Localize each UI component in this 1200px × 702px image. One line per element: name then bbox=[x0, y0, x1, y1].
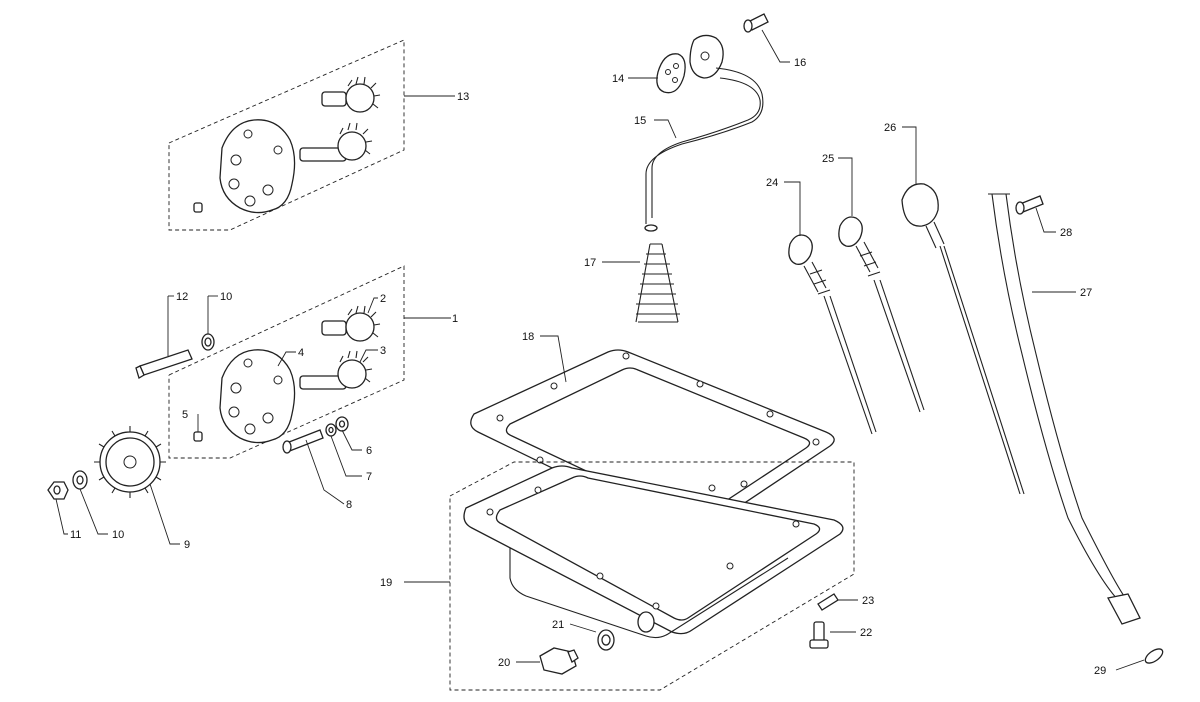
suction-pipe-15 bbox=[644, 34, 764, 232]
callout-18: 18 bbox=[522, 331, 534, 343]
callout-5: 5 bbox=[182, 409, 188, 421]
callout-3: 3 bbox=[380, 345, 386, 357]
gasket-18 bbox=[470, 335, 835, 535]
callout-24: 24 bbox=[766, 177, 778, 189]
callout-7: 7 bbox=[366, 471, 372, 483]
oil-pan-19 bbox=[404, 461, 855, 691]
callout-21: 21 bbox=[552, 619, 564, 631]
callout-19: 19 bbox=[380, 577, 392, 589]
oil-pump-box-1 bbox=[168, 265, 451, 459]
bolt-16 bbox=[743, 13, 790, 63]
callout-16: 16 bbox=[794, 57, 806, 69]
callout-26: 26 bbox=[884, 122, 896, 134]
pump-gear-2 bbox=[321, 297, 381, 342]
callout-29: 29 bbox=[1094, 665, 1106, 677]
pump-gear-upper-shaft bbox=[299, 122, 373, 162]
bolt-12 bbox=[135, 295, 193, 379]
bolt-28 bbox=[1015, 195, 1056, 233]
callout-27: 27 bbox=[1080, 287, 1092, 299]
pump-body bbox=[219, 349, 296, 444]
callout-14: 14 bbox=[612, 73, 624, 85]
callout-15: 15 bbox=[634, 115, 646, 127]
callout-20: 20 bbox=[498, 657, 510, 669]
callout-25: 25 bbox=[822, 153, 834, 165]
spring-17 bbox=[602, 243, 680, 323]
washer-21 bbox=[569, 623, 615, 651]
callout-4: 4 bbox=[298, 347, 304, 359]
callout-13: 13 bbox=[457, 91, 469, 103]
dipstick-25 bbox=[838, 157, 925, 413]
callout-8: 8 bbox=[346, 499, 352, 511]
callout-9: 9 bbox=[184, 539, 190, 551]
gear-9 bbox=[94, 426, 180, 545]
callout-10-lower: 10 bbox=[112, 529, 124, 541]
drain-plug-20 bbox=[516, 647, 579, 675]
nut-11 bbox=[47, 481, 69, 535]
pump-gear-shaft-3 bbox=[299, 349, 378, 390]
callout-17: 17 bbox=[584, 257, 596, 269]
callout-23: 23 bbox=[862, 595, 874, 607]
pump-body-upper bbox=[193, 119, 296, 214]
dipstick-24 bbox=[784, 181, 877, 435]
callout-2: 2 bbox=[380, 293, 386, 305]
pump-plug-5 bbox=[193, 414, 203, 442]
oil-pump-kit-box-13 bbox=[168, 39, 455, 231]
bolt-8 bbox=[282, 429, 345, 505]
dipstick-26 bbox=[901, 126, 1025, 495]
clip-23 bbox=[817, 593, 858, 611]
callout-1: 1 bbox=[452, 313, 458, 325]
pump-body-leader-4 bbox=[277, 351, 296, 367]
washer-10-lower bbox=[72, 470, 108, 535]
dipstick-tube-27 bbox=[988, 193, 1141, 625]
strainer-disc-14 bbox=[628, 53, 686, 94]
washer-7 bbox=[325, 423, 362, 477]
callout-labels: 13 1 12 10 2 3 4 5 6 7 8 9 10 11 14 15 1… bbox=[70, 57, 1106, 677]
oring-29 bbox=[1115, 648, 1164, 671]
callout-12: 12 bbox=[176, 291, 188, 303]
callout-11: 11 bbox=[70, 529, 81, 541]
pump-gear-upper-small bbox=[321, 76, 381, 113]
washer-6 bbox=[335, 416, 362, 451]
washer-10-upper bbox=[201, 295, 218, 351]
bolt-22 bbox=[809, 621, 856, 649]
callout-22: 22 bbox=[860, 627, 872, 639]
callout-10-upper: 10 bbox=[220, 291, 232, 303]
callout-28: 28 bbox=[1060, 227, 1072, 239]
callout-6: 6 bbox=[366, 445, 372, 457]
